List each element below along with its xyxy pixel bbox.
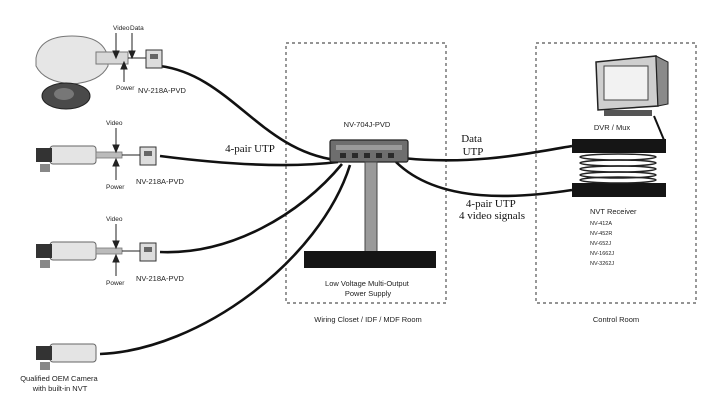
dvr-mux-label: DVR / Mux [594,123,631,132]
balun-1-model: NV-218A-PVD [138,86,187,95]
wiring-closet-label: Wiring Closet / IDF / MDF Room [314,315,422,324]
cables [99,64,573,356]
power-supply-label: Low Voltage Multi-Output Power Supply [325,279,411,298]
balun-3 [112,224,157,276]
power-supply-line-2: Power Supply [345,289,392,298]
left-trunk-label: 4-pair UTP [225,143,275,155]
oem-camera-label: Qualified OEM Camera with built-in NVT [20,374,100,393]
receiver-model: NV-452R [590,231,612,237]
receiver-model: NV-652J [590,241,611,247]
balun-2 [112,128,157,180]
receiver-title: NVT Receiver [590,207,637,216]
video-label-line-1: 4-pair UTP [466,198,516,210]
cable-camera-1 [159,64,337,162]
balun-2-tap-video: Video [106,120,123,127]
ptz-dome-camera-icon [35,35,129,110]
wiring-closet-zone [285,42,447,304]
balun-1-tap-data: Data [130,25,144,32]
monitor-cable [653,115,665,141]
balun-1-tap-video: Video [113,25,130,32]
oem-camera-line-1: Qualified OEM Camera [20,374,98,383]
power-pole [364,161,378,253]
box-camera-icon [36,241,123,268]
balun-2-model: NV-218A-PVD [136,177,185,186]
video-utp-label: 4-pair UTP 4 video signals [459,198,525,222]
cable-camera-3 [159,163,344,254]
oem-camera-line-2: with built-in NVT [32,384,88,393]
control-room-label: Control Room [593,315,639,324]
cable-camera-2 [159,154,339,167]
balun-2-tap-power: Power [106,184,125,191]
nvt-receiver [572,139,666,197]
receiver-model: NV-3262J [590,261,614,267]
receiver-models: NV-412A NV-452R NV-652J NV-1662J NV-3262… [590,221,614,267]
monitor-icon [595,55,669,116]
balun-3-model: NV-218A-PVD [136,274,185,283]
receiver-model: NV-412A [590,221,612,227]
box-camera-icon [36,343,97,370]
cable-camera-4 [99,164,352,356]
balun-3-tap-power: Power [106,280,125,287]
box-camera-icon [36,145,123,172]
hub-model-label: NV-704J-PVD [344,120,391,129]
power-supply-bar [304,251,436,268]
cable-video-utp [395,161,573,198]
video-label-line-2: 4 video signals [459,210,525,222]
data-label-line-2: UTP [463,146,484,158]
balun-1-tap-power: Power [116,85,135,92]
data-label-line-1: Data [461,133,482,145]
hub-icon [329,139,409,163]
balun-1 [112,33,163,82]
receiver-model: NV-1662J [590,251,614,257]
power-supply-line-1: Low Voltage Multi-Output [325,279,410,288]
data-utp-label: Data UTP [461,133,485,158]
cable-data-utp [401,144,573,162]
balun-3-tap-video: Video [106,216,123,223]
control-room-zone [535,42,697,304]
